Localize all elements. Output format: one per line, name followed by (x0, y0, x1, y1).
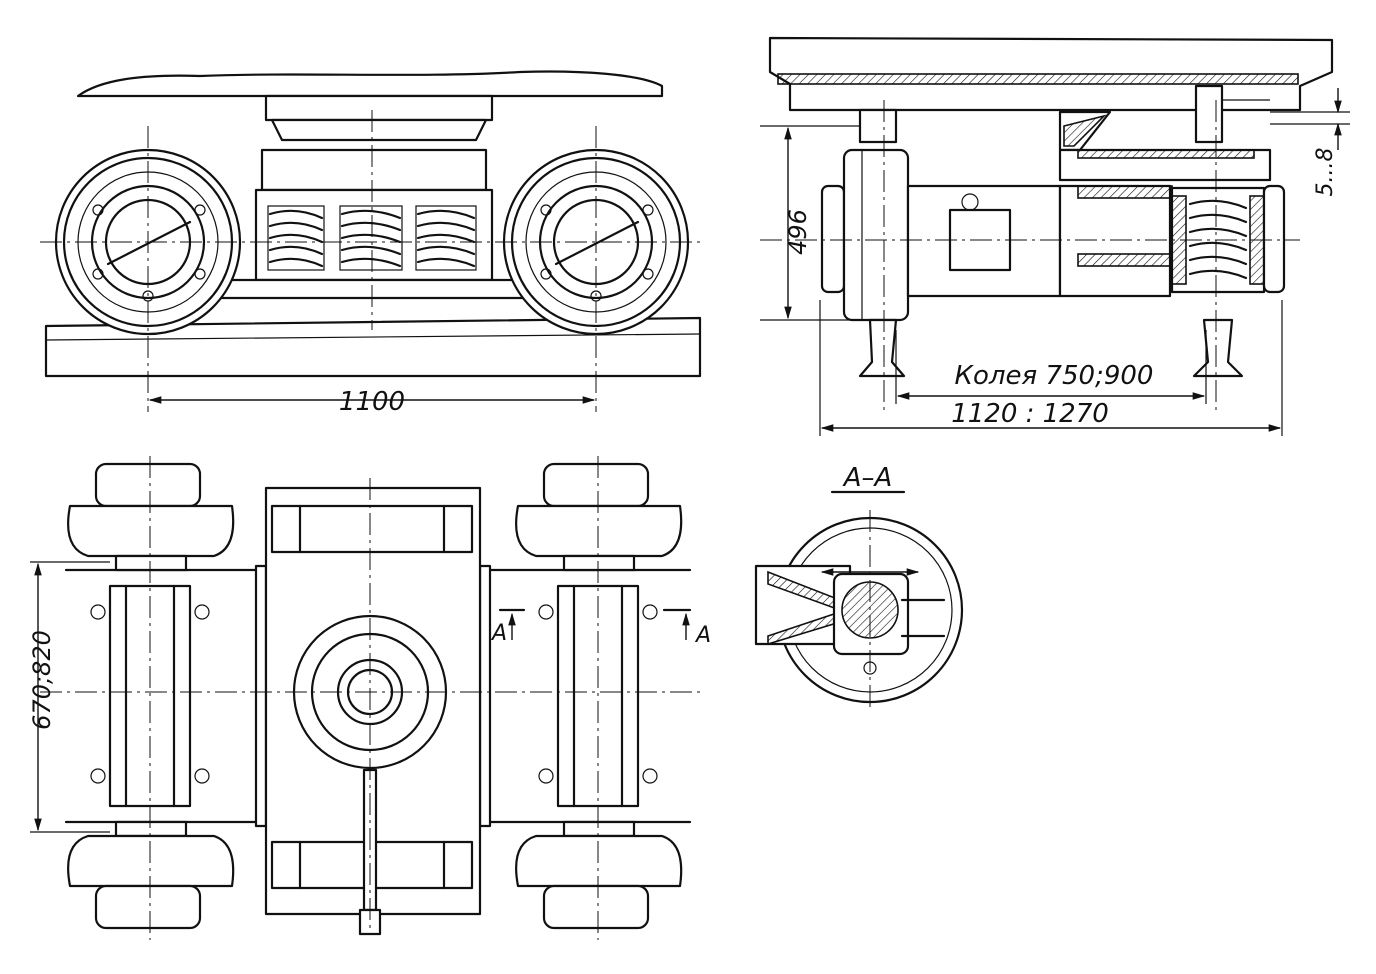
left-wheelset-plan (67, 462, 235, 930)
section-mark-right: А (694, 623, 711, 648)
frame-bar (214, 278, 538, 300)
side-view: 1100 (40, 70, 704, 417)
end-view: 496 5...8 Колея 750;900 1120 : 1270 (760, 36, 1350, 436)
rail (44, 316, 702, 378)
left-rail (858, 318, 906, 378)
coil-springs (267, 205, 477, 271)
right-wheelset-plan (515, 462, 683, 930)
spring-housing-top (260, 148, 488, 192)
dim-clearance: 5...8 (1313, 148, 1338, 197)
dim-overall-width: 1120 : 1270 (951, 399, 1109, 429)
section-a-a: А–А (754, 463, 964, 710)
section-mark-left: А (490, 621, 507, 646)
dim-track-width: 670;820 (28, 630, 56, 730)
right-flange (1262, 184, 1286, 294)
section-title: А–А (842, 463, 893, 493)
dim-wheelbase: 1100 (339, 387, 405, 417)
plan-view: А А 670;820 (28, 456, 711, 940)
dim-height: 496 (784, 209, 812, 255)
bolster-plate (264, 94, 494, 122)
right-rail (1192, 318, 1244, 378)
car-body-slab (76, 70, 664, 98)
dim-gauge: Колея 750;900 (955, 361, 1154, 391)
left-wheel-tread (842, 148, 910, 322)
left-flange (820, 184, 846, 294)
